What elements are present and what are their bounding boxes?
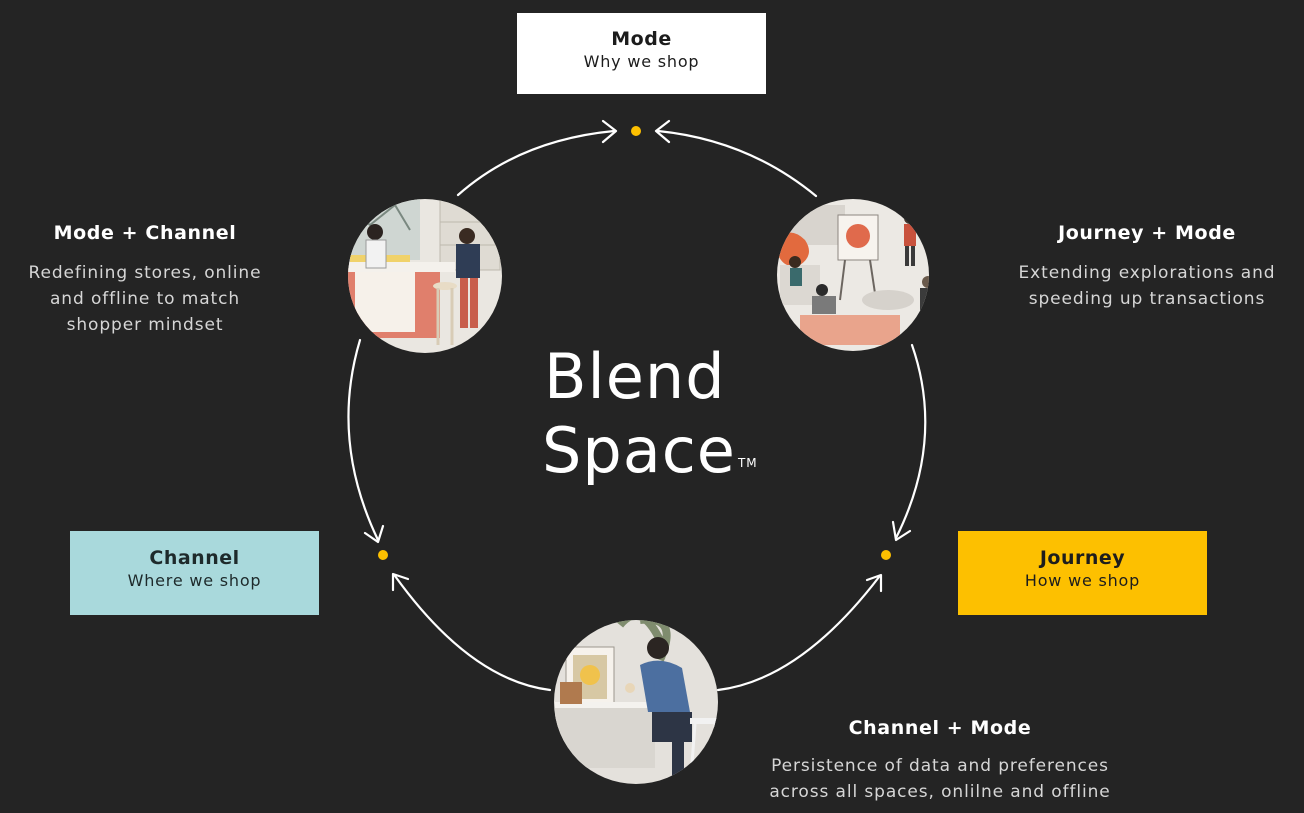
caption-line: Extending explorations and	[1018, 263, 1276, 283]
caption-description: Redefining stores, online and offline to…	[0, 260, 290, 338]
caption-channel-mode: Channel + Mode Persistence of data and p…	[740, 715, 1140, 805]
arrowhead-to-journey-bottom	[865, 573, 883, 593]
cycle-arrows	[347, 119, 927, 692]
journey-dot	[881, 550, 891, 560]
caption-line: shopper mindset	[66, 315, 224, 335]
studio-workspace-illustration	[777, 199, 929, 351]
caption-line: across all spaces, onlilne and offline	[769, 782, 1111, 802]
caption-mode-channel: Mode + Channel Redefining stores, online…	[0, 220, 290, 338]
arc-mode-journey	[656, 129, 818, 198]
arrowhead-to-channel-top	[363, 524, 385, 544]
caption-line: Persistence of data and preferences	[771, 756, 1109, 776]
arc-channel-bottom	[393, 574, 552, 692]
arc-journey-right	[894, 343, 927, 540]
arc-mode-channel	[456, 129, 616, 197]
caption-heading: Journey + Mode	[1058, 222, 1236, 244]
caption-line: Redefining stores, online	[28, 263, 262, 283]
home-desk-illustration	[554, 620, 718, 784]
caption-line: speeding up transactions	[1028, 289, 1266, 309]
caption-heading: Mode + Channel	[53, 222, 237, 244]
caption-journey-mode: Journey + Mode Extending explorations an…	[990, 220, 1304, 312]
title-line-2-text: Space	[542, 414, 736, 487]
arrowhead-to-channel-bottom	[391, 572, 410, 592]
caption-heading: Channel + Mode	[848, 717, 1032, 739]
arrowhead-to-mode-right	[654, 119, 671, 144]
arrowhead-to-journey-top	[891, 520, 912, 542]
journey-node-subtitle: How we shop	[1024, 571, 1141, 590]
store-counter-illustration	[348, 199, 502, 353]
mode-node: Mode Why we shop	[517, 13, 766, 94]
journey-node-title: Journey	[1039, 547, 1126, 569]
caption-description: Persistence of data and preferences acro…	[740, 753, 1140, 805]
channel-dot	[378, 550, 388, 560]
title-line-1: Blend	[544, 340, 726, 413]
channel-node: Channel Where we shop	[70, 531, 319, 615]
mode-node-title: Mode	[611, 28, 672, 50]
channel-node-title: Channel	[149, 547, 240, 569]
channel-node-subtitle: Where we shop	[127, 571, 262, 590]
mode-dot	[631, 126, 641, 136]
arc-journey-bottom	[716, 575, 881, 692]
arrowhead-to-mode-left	[601, 119, 618, 144]
trademark-symbol: TM	[737, 456, 758, 470]
caption-description: Extending explorations and speeding up t…	[990, 260, 1304, 312]
caption-line: and offline to match	[49, 289, 241, 309]
journey-node: Journey How we shop	[958, 531, 1207, 615]
arc-channel-left	[347, 338, 380, 542]
mode-node-subtitle: Why we shop	[583, 52, 700, 71]
